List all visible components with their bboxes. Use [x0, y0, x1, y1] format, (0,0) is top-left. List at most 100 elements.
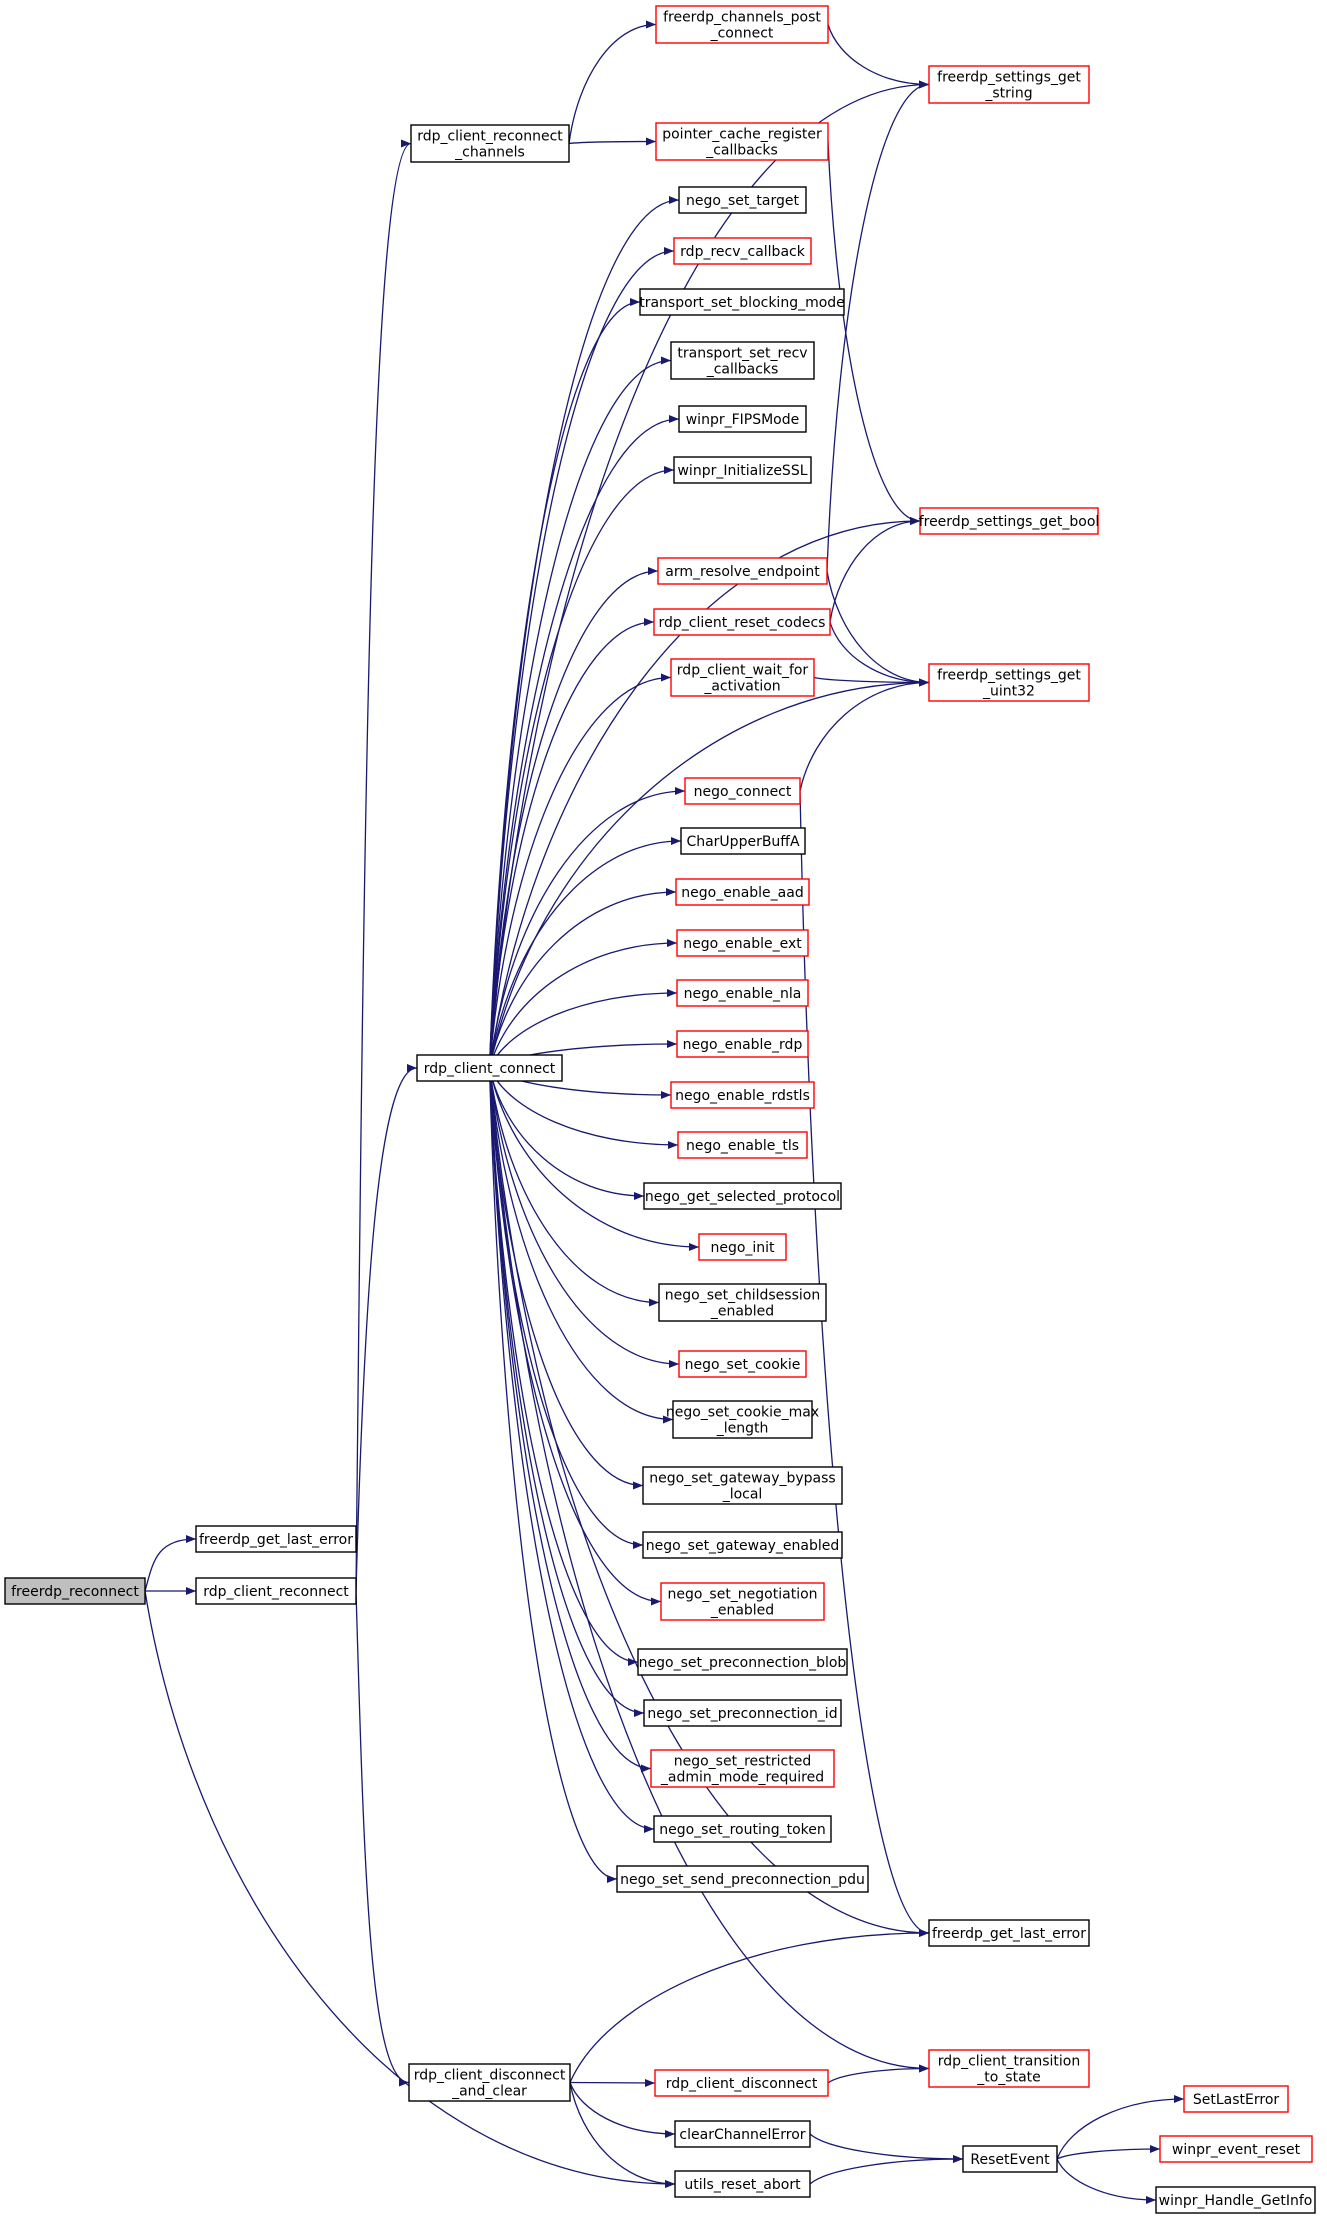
node-freerdp-get-last-error-right[interactable]: freerdp_get_last_error: [928, 1919, 1090, 1947]
node-box: [680, 827, 806, 855]
node-box: [643, 1182, 842, 1210]
node-box: [684, 777, 801, 805]
node-label: nego_enable_aad: [681, 885, 803, 901]
node-transport-set-blocking-mode[interactable]: transport_set_blocking_mode: [639, 288, 845, 316]
node-nego-enable-ext[interactable]: nego_enable_ext: [676, 929, 809, 957]
node-label: nego_enable_rdstls: [675, 1088, 810, 1104]
node-clearChannelError[interactable]: clearChannelError: [674, 2120, 811, 2148]
node-nego-enable-aad[interactable]: nego_enable_aad: [675, 878, 810, 906]
node-nego-enable-rdstls[interactable]: nego_enable_rdstls: [670, 1081, 815, 1109]
node-nego-set-preconnection-blob[interactable]: nego_set_preconnection_blob: [637, 1648, 848, 1676]
node-label: _connect: [710, 26, 774, 42]
node-box: [616, 1865, 869, 1893]
node-box: [919, 507, 1099, 535]
edge-rdp_client_connect-to-CharUpperBuffA: [488, 837, 682, 1069]
node-freerdp-channels-post-connect[interactable]: freerdp_channels_post_connect: [655, 5, 829, 44]
node-nego-set-cookie-max-length[interactable]: nego_set_cookie_max_length: [666, 1400, 819, 1439]
node-label: rdp_client_reconnect: [417, 129, 563, 145]
node-nego-set-restricted-admin-mode-required[interactable]: nego_set_restricted_admin_mode_required: [650, 1749, 835, 1788]
node-ResetEvent[interactable]: ResetEvent: [962, 2145, 1058, 2173]
edge-rdp_client_connect-to-rdp_client_wait_for_activation: [488, 673, 672, 1069]
node-nego-get-selected-protocol[interactable]: nego_get_selected_protocol: [643, 1182, 842, 1210]
edge-rdp_client_disconnect_and_clear-to-freerdp_get_last_error_right: [569, 1929, 930, 2083]
node-box: [676, 979, 809, 1007]
node-winpr-FIPSMode[interactable]: winpr_FIPSMode: [678, 405, 807, 433]
node-label: rdp_client_transition: [938, 2054, 1080, 2070]
node-label: _uint32: [982, 684, 1035, 700]
node-label: rdp_client_wait_for: [677, 663, 809, 679]
edge-rdp_client_connect-to-rdp_client_transition_to_state: [488, 1067, 930, 2073]
node-nego-set-routing-token[interactable]: nego_set_routing_token: [653, 1815, 832, 1843]
node-nego-set-target[interactable]: nego_set_target: [678, 186, 807, 214]
edge-rdp_client_connect-to-nego_set_preconnection_blob: [488, 1067, 639, 1666]
edge-ResetEvent-to-SetLastError: [1056, 2095, 1185, 2160]
node-box: [654, 2069, 829, 2097]
node-pointer-cache-register-callbacks[interactable]: pointer_cache_register_callbacks: [655, 122, 829, 161]
node-nego-set-gateway-bypass-local[interactable]: nego_set_gateway_bypass_local: [642, 1466, 843, 1505]
node-nego-set-negotiation-enabled[interactable]: nego_set_negotiation_enabled: [660, 1582, 825, 1621]
node-freerdp-settings-get-bool[interactable]: freerdp_settings_get_bool: [919, 507, 1100, 535]
node-rdp-client-wait-for-activation[interactable]: rdp_client_wait_for_activation: [670, 658, 815, 697]
node-SetLastError[interactable]: SetLastError: [1183, 2085, 1289, 2113]
edge-rdp_client_connect-to-freerdp_settings_get_uint32: [488, 678, 930, 1069]
node-box: [673, 237, 812, 265]
node-box: [657, 557, 828, 585]
node-box: [653, 1815, 832, 1843]
edge-rdp_client_connect-to-nego_connect: [488, 787, 686, 1069]
node-winpr-event-reset[interactable]: winpr_event_reset: [1159, 2135, 1313, 2163]
edge-rdp_client_disconnect_and_clear-to-clearChannelError: [569, 2082, 676, 2138]
edge-rdp_client_disconnect_and_clear-to-rdp_client_disconnect: [569, 2078, 656, 2087]
node-label: freerdp_settings_get: [937, 70, 1081, 86]
node-label: ResetEvent: [970, 2152, 1050, 2168]
node-nego-set-cookie[interactable]: nego_set_cookie: [678, 1350, 807, 1378]
edge-rdp_client_reconnect_channels-to-freerdp_channels_post_connect: [568, 20, 657, 144]
edge-pointer_cache_register_callbacks-to-freerdp_settings_get_bool: [827, 141, 921, 525]
edge-rdp_client_connect-to-nego_set_send_preconnection_pdu: [488, 1067, 618, 1883]
edge-rdp_client_connect-to-transport_set_recv_callbacks: [488, 356, 672, 1069]
node-nego-set-send-preconnection-pdu[interactable]: nego_set_send_preconnection_pdu: [616, 1865, 869, 1893]
node-nego-connect[interactable]: nego_connect: [684, 777, 801, 805]
node-nego-set-gateway-enabled[interactable]: nego_set_gateway_enabled: [642, 1531, 843, 1559]
node-label: rdp_client_reconnect: [203, 1584, 349, 1600]
node-rdp-recv-callback[interactable]: rdp_recv_callback: [673, 237, 812, 265]
node-nego-set-childsession-enabled[interactable]: nego_set_childsession_enabled: [658, 1283, 827, 1322]
node-label: rdp_client_disconnect: [414, 2068, 566, 2084]
edge-rdp_client_connect-to-nego_set_gateway_enabled: [488, 1067, 644, 1549]
edge-rdp_client_connect-to-nego_enable_nla: [488, 989, 678, 1069]
node-freerdp-reconnect[interactable]: freerdp_reconnect: [4, 1577, 146, 1605]
node-box: [410, 124, 570, 163]
node-rdp-client-disconnect[interactable]: rdp_client_disconnect: [654, 2069, 829, 2097]
node-nego-enable-tls[interactable]: nego_enable_tls: [677, 1131, 808, 1159]
node-rdp-client-reset-codecs[interactable]: rdp_client_reset_codecs: [653, 608, 831, 636]
edge-clearChannelError-to-ResetEvent: [809, 2133, 964, 2163]
node-box: [643, 1699, 842, 1727]
node-rdp-client-transition-to-state[interactable]: rdp_client_transition_to_state: [928, 2049, 1090, 2088]
node-freerdp-settings-get-uint32[interactable]: freerdp_settings_get_uint32: [928, 663, 1090, 702]
node-rdp-client-reconnect[interactable]: rdp_client_reconnect: [195, 1577, 357, 1605]
node-box: [655, 122, 829, 161]
node-winpr-Handle-GetInfo[interactable]: winpr_Handle_GetInfo: [1155, 2186, 1316, 2214]
edge-rdp_client_disconnect_and_clear-to-utils_reset_abort: [569, 2082, 676, 2188]
node-nego-enable-rdp[interactable]: nego_enable_rdp: [676, 1030, 809, 1058]
node-nego-set-preconnection-id[interactable]: nego_set_preconnection_id: [643, 1699, 842, 1727]
node-CharUpperBuffA[interactable]: CharUpperBuffA: [680, 827, 806, 855]
node-rdp-client-connect[interactable]: rdp_client_connect: [416, 1054, 563, 1082]
node-freerdp-settings-get-string[interactable]: freerdp_settings_get_string: [928, 65, 1090, 104]
node-rdp-client-disconnect-and-clear[interactable]: rdp_client_disconnect_and_clear: [408, 2063, 571, 2102]
node-box: [672, 1400, 813, 1439]
edge-rdp_client_connect-to-nego_set_cookie_max_length: [488, 1067, 674, 1424]
node-label: nego_set_negotiation: [667, 1587, 817, 1603]
node-box: [642, 1466, 843, 1505]
node-utils-reset-abort[interactable]: utils_reset_abort: [674, 2170, 811, 2198]
node-nego-init[interactable]: nego_init: [698, 1233, 787, 1261]
node-transport-set-recv-callbacks[interactable]: transport_set_recv_callbacks: [670, 341, 815, 380]
node-winpr-InitializeSSL[interactable]: winpr_InitializeSSL: [673, 456, 812, 484]
edge-rdp_client_connect-to-transport_set_blocking_mode: [488, 298, 641, 1069]
node-box: [678, 186, 807, 214]
node-nego-enable-nla[interactable]: nego_enable_nla: [676, 979, 809, 1007]
node-label: nego_init: [710, 1240, 775, 1256]
node-freerdp-get-last-error-left[interactable]: freerdp_get_last_error: [195, 1525, 357, 1553]
node-arm-resolve-endpoint[interactable]: arm_resolve_endpoint: [657, 557, 828, 585]
edge-rdp_client_connect-to-nego_set_cookie: [488, 1067, 680, 1368]
node-rdp-client-reconnect-channels[interactable]: rdp_client_reconnect_channels: [410, 124, 570, 163]
